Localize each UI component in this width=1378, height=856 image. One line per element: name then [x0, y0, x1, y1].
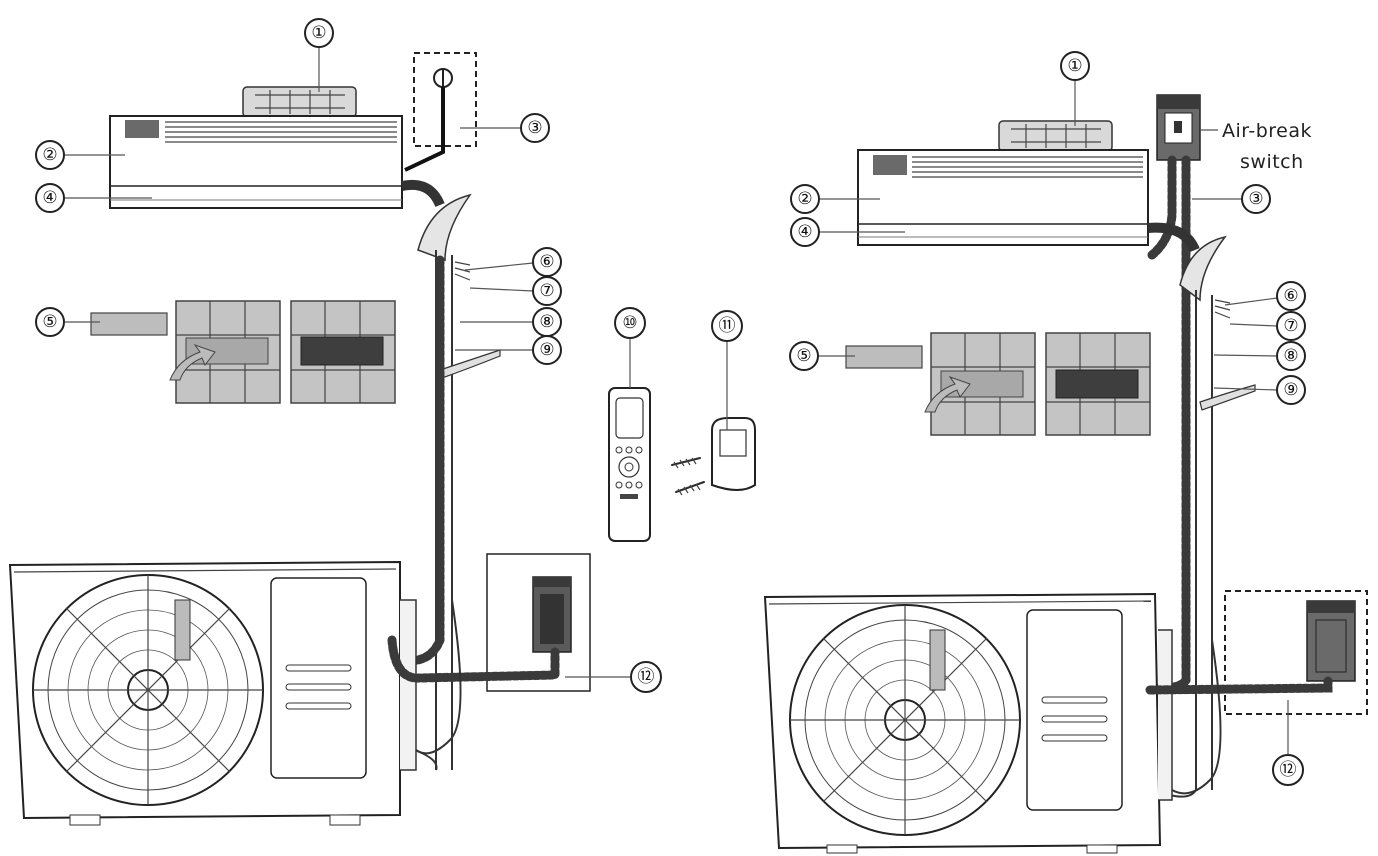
left-callout-11: ⑪ [711, 310, 743, 342]
right-switch-hose-a [1147, 155, 1177, 260]
svg-text:③: ③ [1248, 189, 1263, 209]
left-callouts: ① ② ③ ④ ⑤ ⑥ ⑦ ⑧ ⑨ ⑩ ⑪ ⑫ [35, 18, 743, 693]
right-pipe-bundle [1147, 222, 1256, 798]
right-callout-2: ② [790, 184, 820, 214]
right-callout-7: ⑦ [1276, 311, 1306, 341]
left-callout-2: ② [35, 140, 65, 170]
svg-text:⑥: ⑥ [539, 252, 554, 272]
svg-text:⑤: ⑤ [796, 346, 811, 366]
svg-text:④: ④ [42, 188, 57, 208]
left-callout-10: ⑩ [614, 307, 646, 339]
svg-text:①: ① [311, 23, 326, 43]
svg-text:⑤: ⑤ [42, 312, 57, 332]
svg-text:⑪: ⑪ [719, 316, 736, 336]
left-indoor-unit [109, 115, 403, 209]
svg-text:⑩: ⑩ [622, 313, 637, 333]
left-callout-8: ⑧ [532, 307, 562, 337]
left-callout-lines [64, 47, 728, 678]
left-callout-12: ⑫ [630, 661, 662, 693]
svg-text:⑦: ⑦ [539, 281, 554, 301]
left-setup [8, 47, 756, 826]
right-callout-12: ⑫ [1272, 754, 1304, 786]
left-remote-control [608, 387, 651, 542]
left-filter-panels [90, 300, 396, 404]
left-callout-4: ④ [35, 183, 65, 213]
left-callout-1: ① [304, 18, 334, 48]
svg-text:⑧: ⑧ [539, 312, 554, 332]
left-plug-box [404, 52, 477, 172]
right-callouts: ① ② ③ ④ ⑤ ⑥ ⑦ ⑧ ⑨ ⑫ [789, 51, 1306, 786]
right-setup [763, 80, 1368, 854]
right-callout-5: ⑤ [789, 341, 819, 371]
right-air-break-switch [1156, 94, 1218, 161]
left-callout-9: ⑨ [532, 335, 562, 365]
svg-text:⑫: ⑫ [638, 667, 655, 687]
air-break-label-line2: switch [1240, 151, 1304, 173]
right-callout-1: ① [1060, 51, 1090, 81]
svg-text:⑨: ⑨ [539, 340, 554, 360]
svg-text:⑥: ⑥ [1283, 286, 1298, 306]
svg-text:②: ② [42, 145, 57, 165]
left-callout-5: ⑤ [35, 307, 65, 337]
right-callout-lines [818, 80, 1289, 755]
right-callout-9: ⑨ [1276, 375, 1306, 405]
svg-text:⑫: ⑫ [1280, 760, 1297, 780]
left-electrical-box [486, 553, 591, 692]
right-mounting-plate [998, 120, 1113, 152]
right-callout-3: ③ [1241, 184, 1271, 214]
left-power-hose [387, 635, 560, 683]
right-callout-4: ④ [790, 217, 820, 247]
air-break-label-line1: Air-break [1222, 120, 1312, 142]
svg-text:④: ④ [797, 222, 812, 242]
left-callout-7: ⑦ [532, 276, 562, 306]
svg-text:①: ① [1067, 56, 1082, 76]
left-mounting-plate [242, 86, 357, 118]
left-callout-6: ⑥ [532, 247, 562, 277]
right-filter-panels [845, 332, 1151, 436]
right-callout-6: ⑥ [1276, 281, 1306, 311]
svg-text:⑦: ⑦ [1283, 316, 1298, 336]
right-indoor-unit [857, 149, 1149, 246]
svg-text:③: ③ [527, 118, 542, 138]
right-callout-8: ⑧ [1276, 341, 1306, 371]
right-electrical-box [1224, 590, 1368, 715]
left-callout-3: ③ [520, 113, 550, 143]
right-outdoor-unit [763, 592, 1173, 854]
left-outdoor-unit [8, 560, 417, 826]
right-power-hose [1145, 676, 1333, 695]
left-remote-holder [671, 417, 756, 496]
svg-text:⑧: ⑧ [1283, 346, 1298, 366]
svg-text:②: ② [797, 189, 812, 209]
svg-text:⑨: ⑨ [1283, 380, 1298, 400]
